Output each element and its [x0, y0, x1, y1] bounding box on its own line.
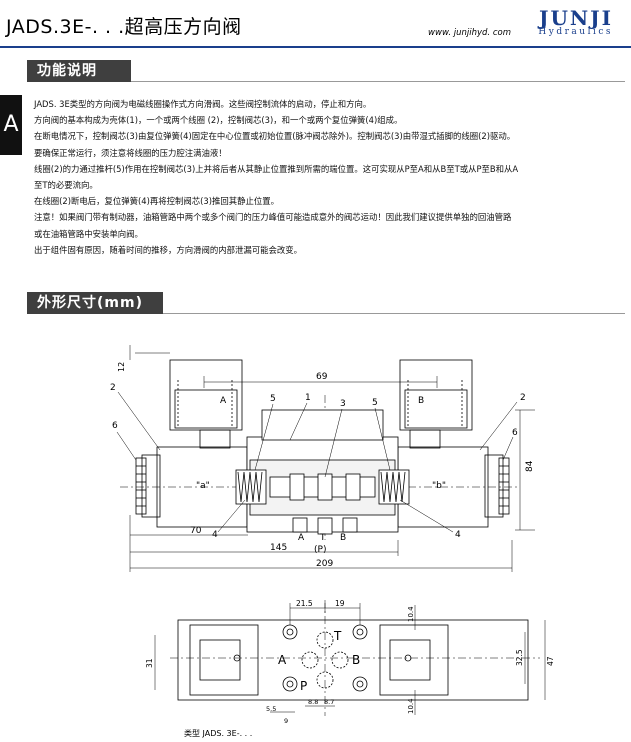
dimension-label: 84 [525, 460, 535, 472]
part-label: 5 [270, 394, 276, 404]
dimension-label: 12 [117, 362, 126, 372]
right-connector-plug [399, 359, 473, 431]
left-end-cap [141, 454, 161, 518]
plan-view-body [177, 619, 529, 701]
logo-main-text: JUNJI [538, 6, 613, 30]
port-label: T [319, 533, 326, 543]
right-return-spring [378, 469, 410, 505]
dimension-label: 9 [284, 717, 288, 725]
port-label: A [298, 533, 305, 543]
header-rule [0, 46, 631, 48]
port-label: T [333, 629, 342, 643]
dimension-label: 8.7 [324, 698, 334, 706]
paragraph-line: 要确保正常运行，须注意将线圈的压力腔注满油液！ [34, 147, 227, 158]
dimension-label: 5.5 [266, 705, 276, 713]
left-connector-plug [169, 359, 243, 431]
page-header: JADS.3E-. . .超高压方向阀 www. junjihyd. com J… [0, 0, 631, 48]
part-label: 2 [520, 393, 526, 403]
section-function-title: 功能说明 [27, 60, 131, 82]
part-label: 3 [340, 399, 346, 409]
valve-technical-drawing: 2 2 6 6 5 5 1 3 4 4 A B "a" "b" A T B (P… [110, 345, 555, 725]
paragraph-line: 方向阀的基本构成为壳体(1)，一个或两个线圈 (2)，控制阀芯(3)，和一个或两… [34, 115, 403, 126]
part-label: 6 [112, 421, 118, 431]
dimension-label: 21.5 [296, 599, 313, 608]
logo-sub-text: Hydraulics [538, 27, 613, 37]
dimension-label: 69 [316, 372, 328, 382]
dimension-label: 70 [190, 526, 202, 536]
figure-caption: 类型 JADS. 3E-. . . [184, 729, 253, 738]
website-url: www. junjihyd. com [428, 28, 511, 38]
side-label: "a" [196, 481, 210, 491]
port-label: A [278, 653, 287, 667]
plan-right-connector [379, 624, 449, 696]
coil-label: B [418, 396, 424, 406]
section-rule [131, 81, 625, 82]
dimension-label: 10.4 [407, 698, 415, 714]
coil-label: A [220, 396, 227, 406]
part-label: 6 [512, 428, 518, 438]
port-label: (P) [314, 545, 326, 555]
section-dimensions-title: 外形尺寸(mm) [27, 292, 163, 314]
dimension-label: 47 [546, 656, 555, 666]
port-label: B [340, 533, 346, 543]
page-title: JADS.3E-. . .超高压方向阀 [6, 16, 242, 38]
section-rule [163, 313, 625, 314]
dimension-label: 209 [316, 559, 333, 569]
plan-left-connector [189, 624, 259, 696]
dimension-label: 145 [270, 543, 287, 553]
dimension-label: 10.4 [407, 606, 415, 622]
paragraph-line: 线圈(2)的力通过推杆(5)作用在控制阀芯(3)上并将后者从其静止位置推到所需的… [34, 163, 519, 174]
side-label: "b" [432, 481, 446, 491]
port-label: B [352, 653, 360, 667]
housing-top [261, 409, 384, 441]
part-label: 5 [372, 398, 378, 408]
paragraph-line: 至T的必要流向。 [34, 180, 98, 191]
dimension-label: 32.5 [515, 649, 524, 666]
left-return-spring [235, 469, 267, 505]
right-end-cap [484, 454, 504, 518]
part-label: 4 [455, 530, 461, 540]
paragraph-line: 在线圈(2)断电后，复位弹簧(4)再将控制阀芯(3)推回其静止位置。 [34, 196, 279, 207]
port-label: P [300, 679, 307, 693]
function-description: JADS. 3E类型的方向阀为电磁线圈操作式方向滑阀。这些阀控制流体的启动，停止… [34, 96, 614, 258]
paragraph-line: 出于组件固有原因，随着时间的推移，方向滑阀的内部泄漏可能会改变。 [34, 244, 302, 255]
paragraph-line: 注意！如果阀门带有制动器，油箱管路中两个或多个阀门的压力峰值可能造成意外的阀芯运… [34, 212, 512, 223]
company-logo: JUNJI Hydraulics [538, 6, 613, 37]
dimension-label: 19 [335, 599, 345, 608]
chapter-tab: A [0, 95, 22, 155]
paragraph-line: 或在油箱管路中安装单向阀。 [34, 228, 143, 239]
paragraph-line: JADS. 3E类型的方向阀为电磁线圈操作式方向滑阀。这些阀控制流体的启动，停止… [34, 99, 372, 109]
left-manual-nut [135, 457, 147, 515]
paragraph-line: 在断电情况下，控制阀芯(3)由复位弹簧(4)固定在中心位置或初始位置(脉冲阀芯除… [34, 131, 516, 142]
part-label: 2 [110, 383, 116, 393]
dimension-label: 8.8 [308, 698, 318, 706]
dimension-label: 31 [145, 658, 154, 668]
part-label: 1 [305, 393, 311, 403]
